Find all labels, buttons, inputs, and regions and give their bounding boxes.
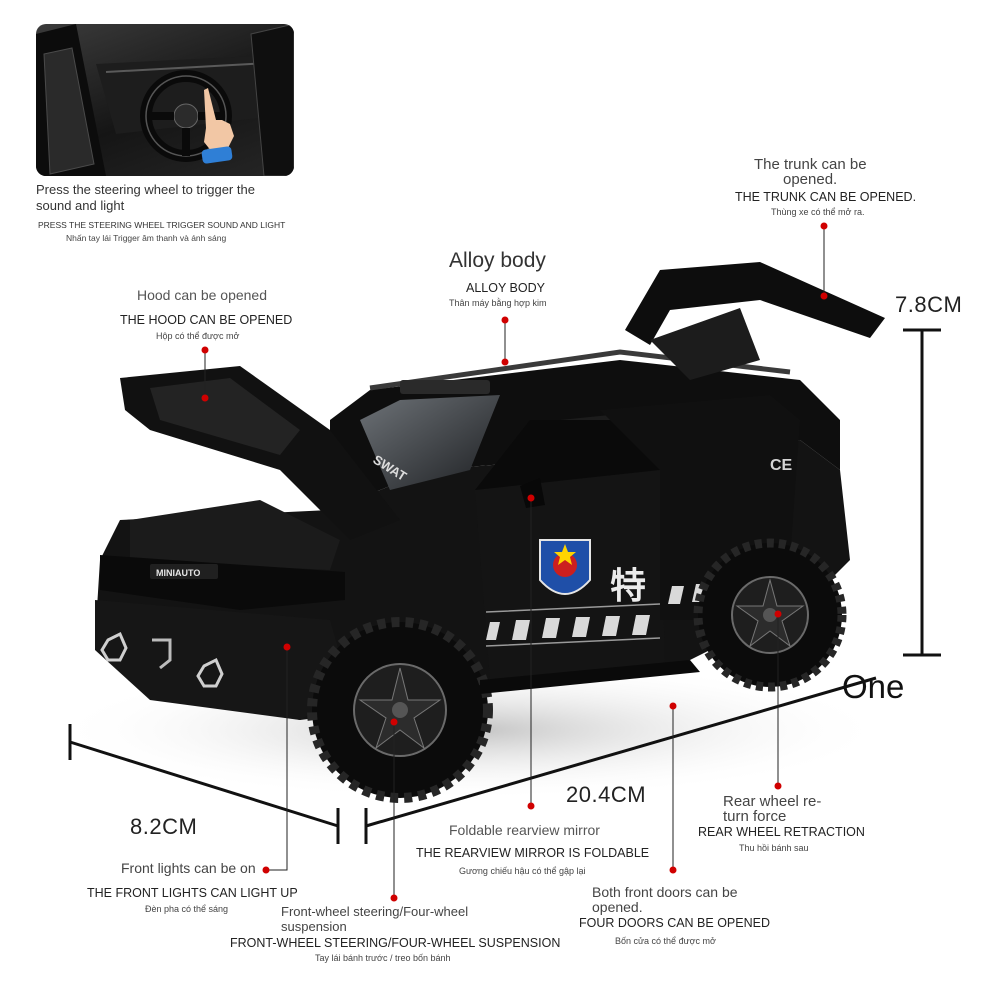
fog-light-right: [196, 657, 224, 688]
length-dimension-line: [365, 676, 877, 828]
door-character: 特: [610, 566, 646, 607]
front-lights-title: Front lights can be on: [121, 860, 256, 876]
door-badge-emblem: [553, 553, 577, 577]
hood-dot: [201, 346, 209, 354]
mirror-caps: THE REARVIEW MIRROR IS FOLDABLE: [416, 846, 650, 860]
toy-car: SWAT MINIAUTO: [95, 262, 885, 803]
dimension-lines: [68, 328, 941, 844]
roof-light-bar: [400, 380, 490, 394]
hood-inner: [150, 378, 300, 455]
steering-vi: Tay lái bánh trước / treo bốn bánh: [315, 953, 451, 963]
doors-dot: [669, 866, 677, 874]
width-dimension-label: 8.2CM: [130, 814, 198, 839]
doors-caps: FOUR DOORS CAN BE OPENED: [579, 916, 770, 930]
steering-title-line2: suspension: [281, 919, 347, 934]
scale-label: One: [842, 668, 905, 705]
alloy-target-dot: [501, 358, 509, 366]
trunk-lid: [625, 262, 885, 345]
doors-title-line1: Both front doors can be: [592, 884, 738, 900]
inset-caption-line2: sound and light: [36, 198, 125, 213]
trunk-title-line2: opened.: [783, 171, 838, 188]
hood-title: Hood can be opened: [137, 287, 267, 303]
steering-target-dot: [390, 718, 398, 726]
alloy-caps: ALLOY BODY: [466, 281, 545, 295]
inset-caption-caps: PRESS THE STEERING WHEEL TRIGGER SOUND A…: [38, 220, 286, 230]
rear-wheel-dot: [774, 782, 782, 790]
front-lights-vi: Đèn pha có thể sáng: [145, 904, 229, 914]
steering-wheel-inset-photo: [36, 24, 294, 176]
rear-wheel: [693, 538, 847, 692]
mirror-vi: Gương chiếu hậu có thể gập lại: [459, 866, 586, 876]
trunk-target-dot: [820, 292, 828, 300]
doors-target-dot: [669, 702, 677, 710]
engine-bay: [130, 500, 340, 570]
side-text: CE: [770, 457, 793, 474]
doors-vi: Bốn cửa có thể được mở: [615, 936, 716, 946]
steering-title-line1: Front-wheel steering/Four-wheel: [281, 904, 469, 919]
mirror-target-dot: [527, 494, 535, 502]
side-mirror: [520, 478, 545, 508]
brand-plate: [150, 564, 218, 579]
alloy-title: Alloy body: [449, 249, 546, 272]
leader-lines: [204, 226, 825, 898]
stripe-border: [485, 603, 661, 647]
hood-vi: Hộp có thể được mở: [156, 331, 240, 341]
trunk-vi: Thùng xe có thể mở ra.: [771, 207, 865, 217]
alloy-vi: Thân máy bằng hợp kim: [449, 298, 547, 308]
mirror-dot: [527, 802, 535, 810]
hood-target-dot: [201, 394, 209, 402]
rear-wheel-title-line2: turn force: [723, 808, 787, 825]
inset-caption-line1: Press the steering wheel to trigger the: [36, 182, 255, 197]
star-icon: [554, 544, 576, 565]
inset-caption-vi: Nhấn tay lái Trigger âm thanh và ánh sán…: [66, 233, 227, 243]
front-light-target-dot: [283, 643, 291, 651]
rear-wheel-target-dot: [774, 610, 782, 618]
steering-dot: [390, 894, 398, 902]
brand-plate-label: MINIAUTO: [156, 568, 200, 578]
height-dimension-label: 7.8CM: [895, 292, 963, 317]
front-lights-leader: [266, 647, 288, 871]
trunk-caps: THE TRUNK CAN BE OPENED.: [735, 190, 917, 204]
tow-hook: [152, 638, 172, 670]
callout-dots: [201, 222, 828, 902]
front-bumper: [95, 600, 350, 720]
front-wheel: [307, 617, 493, 803]
trunk-inner: [650, 308, 760, 380]
doors-title-line2: opened.: [592, 899, 643, 915]
rear-wheel-vi: Thu hồi bánh sau: [739, 843, 809, 853]
front-lights-caps: THE FRONT LIGHTS CAN LIGHT UP: [87, 886, 298, 900]
mirror-title: Foldable rearview mirror: [449, 822, 600, 838]
fog-light-left: [100, 631, 128, 662]
front-light-dot: [262, 866, 270, 874]
rear-wheel-caps: REAR WHEEL RETRACTION: [698, 825, 865, 839]
hood-caps: THE HOOD CAN BE OPENED: [120, 313, 293, 327]
windshield: [360, 395, 500, 490]
side-step: [480, 660, 700, 694]
length-dimension-label: 20.4CM: [566, 782, 647, 807]
steering-caps: FRONT-WHEEL STEERING/FOUR-WHEEL SUSPENSI…: [230, 936, 561, 950]
interior-illustration: [36, 24, 294, 176]
rear-wheel-title-line1: Rear wheel re-: [723, 793, 822, 810]
width-dimension-line: [69, 740, 339, 828]
trunk-dot: [820, 222, 828, 230]
alloy-dot: [501, 316, 509, 324]
trunk-title-line1: The trunk can be: [754, 156, 867, 173]
